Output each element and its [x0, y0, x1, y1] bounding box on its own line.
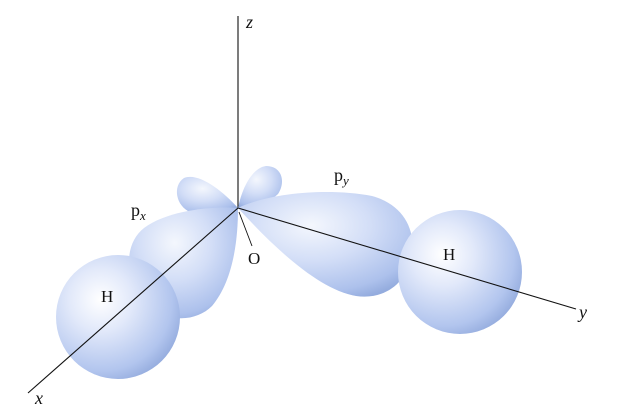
x-axis-label: x [34, 388, 43, 408]
hydrogen-left-label: H [101, 287, 113, 306]
x-axis-line [27, 207, 239, 394]
px-orbital-label: px [131, 200, 146, 223]
oxygen-label: O [248, 249, 260, 268]
hydrogen-sphere-right [398, 210, 522, 334]
y-axis-line [237, 207, 577, 310]
py-label-subscript: y [341, 173, 349, 188]
py-label-base: p [334, 165, 343, 185]
hydrogen-sphere-left [56, 255, 180, 379]
py-main-lobe [238, 192, 413, 297]
z-axis-label: z [245, 12, 253, 32]
px-label-subscript: x [139, 208, 146, 223]
y-axis-label: y [577, 302, 587, 322]
py-orbital-label: py [334, 165, 349, 188]
px-back-lobe [176, 176, 238, 214]
hydrogen-right-label: H [443, 245, 455, 264]
px-label-base: p [131, 200, 140, 220]
oxygen-pointer-line [238, 211, 253, 247]
